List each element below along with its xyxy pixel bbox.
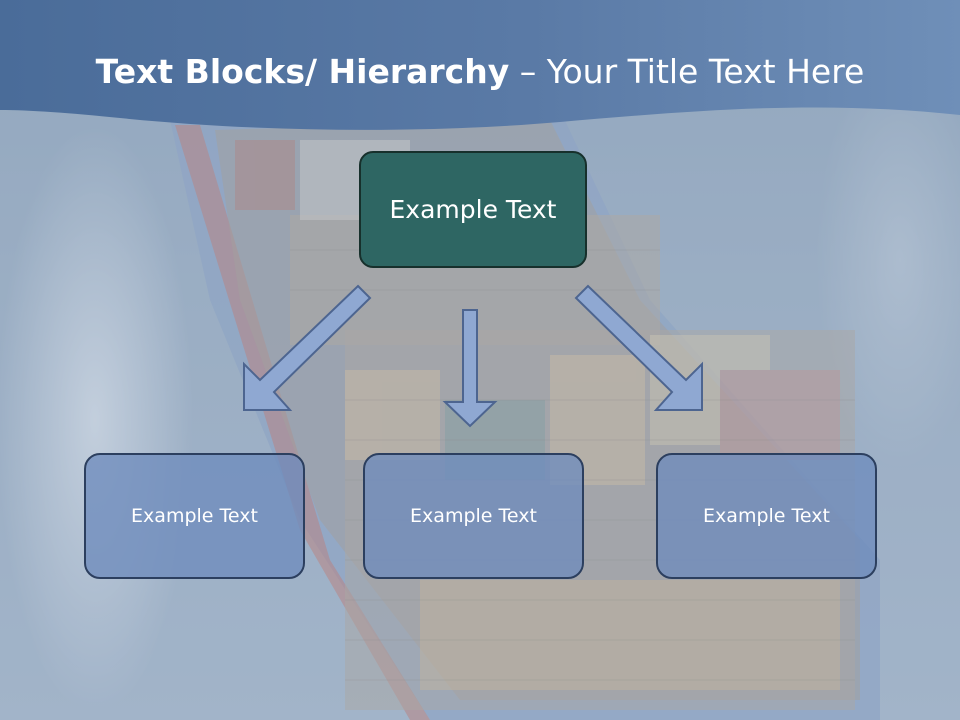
title-bold-part: Text Blocks/ Hierarchy xyxy=(95,52,510,91)
child-node-center[interactable]: Example Text xyxy=(363,453,584,579)
child-node-left[interactable]: Example Text xyxy=(84,453,305,579)
child-node-right[interactable]: Example Text xyxy=(656,453,877,579)
arrow-to-left-child xyxy=(243,284,372,411)
top-node[interactable]: Example Text xyxy=(359,151,587,268)
child-node-label: Example Text xyxy=(703,505,830,527)
arrow-to-center-child xyxy=(442,309,498,428)
child-node-label: Example Text xyxy=(131,505,258,527)
title-regular-part: Your Title Text Here xyxy=(546,52,865,91)
title-banner xyxy=(0,0,960,130)
slide-title: Text Blocks/ Hierarchy – Your Title Text… xyxy=(0,52,960,91)
title-separator: – xyxy=(509,52,547,91)
child-node-label: Example Text xyxy=(410,505,537,527)
top-node-label: Example Text xyxy=(389,195,557,224)
arrow-to-right-child xyxy=(574,284,703,411)
